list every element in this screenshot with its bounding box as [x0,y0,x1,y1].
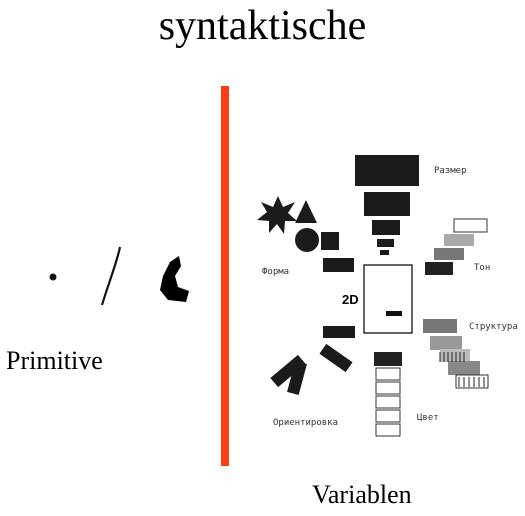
divider-line [221,86,229,466]
color-label: Цвет [417,413,439,423]
orientation-group [270,326,355,396]
shape-label: Форма [262,267,290,277]
center-mark [386,311,402,316]
center-frame [363,264,413,334]
size-label: Размер [434,166,467,176]
tone-label: Тон [474,263,491,273]
primitives-caption: Primitive [6,346,103,375]
shape-group [257,196,354,272]
triangle-shape [295,200,317,223]
size-group [355,155,419,255]
point-primitive [49,273,57,281]
area-primitive [160,256,189,302]
orientation-label: Ориентировка [273,418,339,428]
square-shape [321,232,339,250]
color-group [374,352,402,437]
star-shape [257,196,297,234]
tone-group [425,218,488,275]
page-title: syntaktische [158,3,367,49]
center-label: 2D [342,292,359,307]
line-primitive [100,246,122,306]
shape-rect [323,258,354,272]
variables-caption: Variablen [312,480,412,509]
circle-shape [295,228,319,252]
structure-label: Структура [469,322,518,332]
structure-stripes [439,352,485,387]
